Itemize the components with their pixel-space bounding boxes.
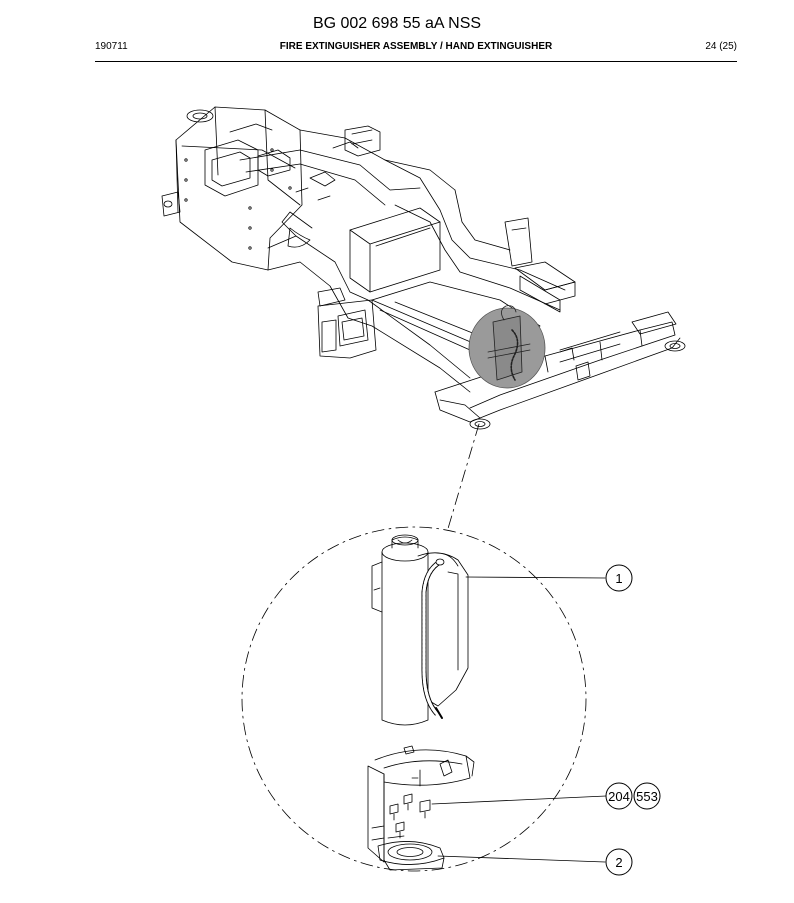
callout-553: 553 xyxy=(633,782,661,810)
callout-204: 204 xyxy=(605,782,633,810)
chassis-frame xyxy=(161,106,686,430)
page-header: 190711 FIRE EXTINGUISHER ASSEMBLY / HAND… xyxy=(95,41,737,55)
callout-2: 2 xyxy=(605,848,633,876)
callout-204-label: 204 xyxy=(608,789,630,804)
hand-extinguisher xyxy=(371,534,469,726)
document-number: BG 002 698 55 aA NSS xyxy=(312,15,482,32)
leader-callout-204 xyxy=(431,795,607,805)
callout-leaders xyxy=(431,576,607,863)
detail-leader-line xyxy=(446,423,480,533)
leader-callout-2 xyxy=(437,855,606,863)
detail-circle xyxy=(241,526,587,872)
header-date: 190711 xyxy=(95,41,128,52)
callout-553-label: 553 xyxy=(636,789,658,804)
leader-callout-1 xyxy=(465,576,606,579)
mounting-bracket xyxy=(367,745,475,871)
callout-2-label: 2 xyxy=(615,855,622,870)
callout-1-label: 1 xyxy=(615,571,622,586)
header-rule xyxy=(95,61,737,62)
callout-1: 1 xyxy=(605,564,633,592)
header-page-number: 24 (25) xyxy=(705,41,737,52)
header-title: FIRE EXTINGUISHER ASSEMBLY / HAND EXTING… xyxy=(279,41,553,52)
highlighted-extinguisher-location xyxy=(468,305,546,389)
